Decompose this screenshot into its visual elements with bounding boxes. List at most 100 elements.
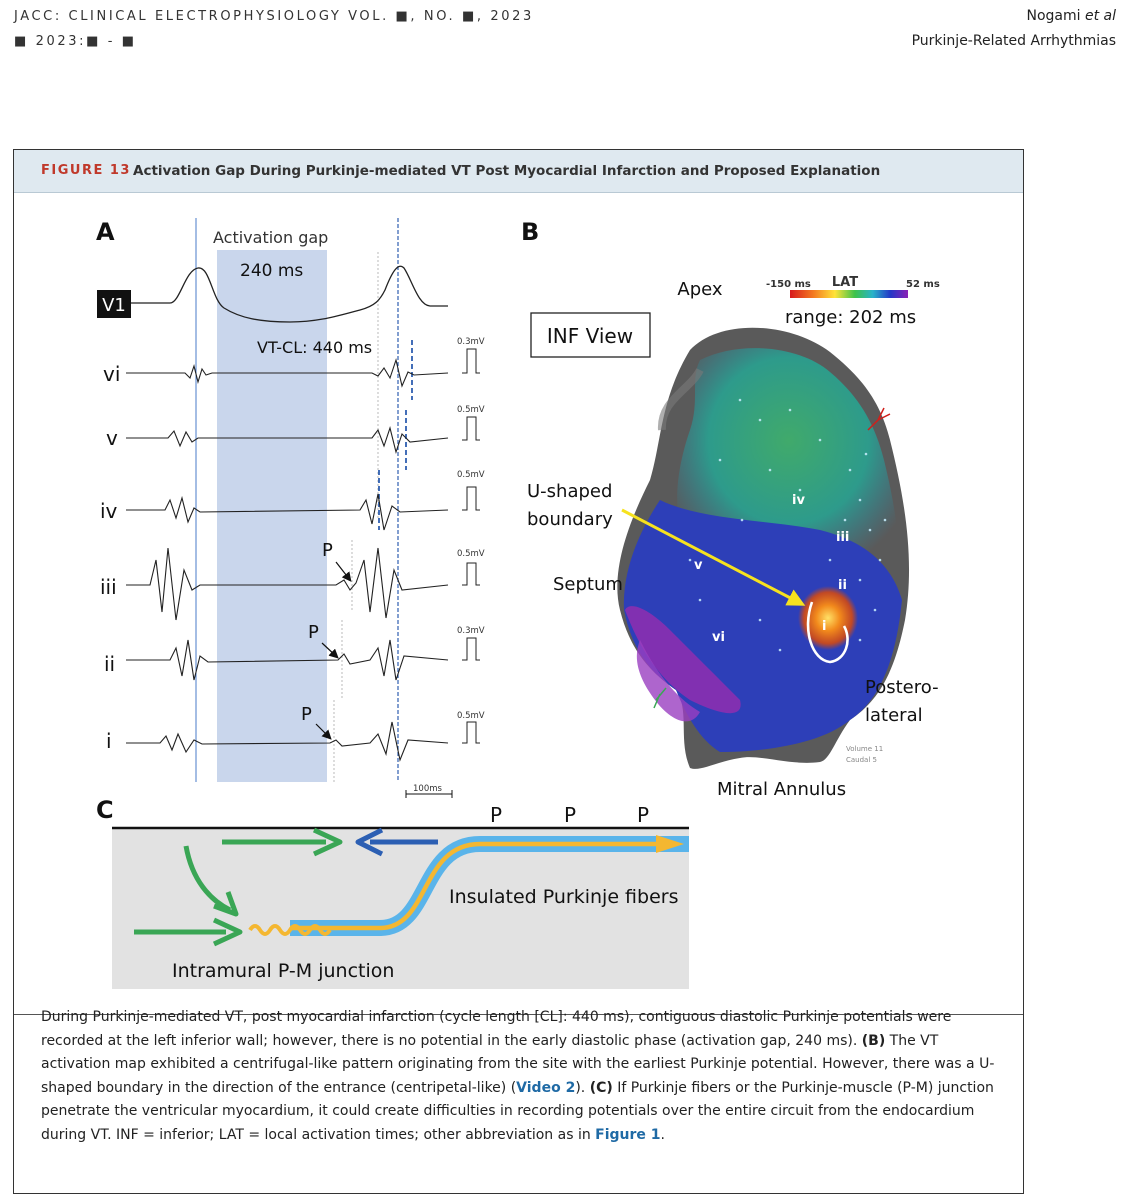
panel-b: B INF View Apex -150 ms LAT 52 ms range:…	[521, 218, 940, 800]
trace-ii	[126, 639, 449, 681]
journal-header: JACC: CLINICAL ELECTROPHYSIOLOGY VOL. ■,…	[14, 4, 534, 54]
scale-iv: 0.5mV	[457, 470, 485, 480]
trace-v	[126, 426, 449, 454]
panel-c: C P P P Insulated Purkinje fibers Intram…	[96, 796, 689, 989]
caption-part4: If Purkinje fibers or the Purkinje-muscl…	[41, 1079, 994, 1143]
caption-part3: ).	[575, 1079, 590, 1096]
lead-label-i: i	[106, 729, 112, 753]
lat-range: range: 202 ms	[785, 307, 916, 328]
figure-label: FIGURE 13	[41, 163, 131, 178]
u-boundary-label-2: boundary	[527, 509, 613, 530]
lead-label-ii: ii	[104, 652, 115, 676]
caption-b-tag: (B)	[861, 1032, 886, 1049]
activation-gap-band	[217, 250, 327, 782]
scale-i: 0.5mV	[457, 711, 485, 721]
lead-ii: ii 0.3mV P	[104, 622, 485, 681]
p-label-iii: P	[322, 540, 333, 561]
figure-box: FIGURE 13 Activation Gap During Purkinje…	[13, 149, 1024, 1194]
u-shaped-boundary	[806, 601, 849, 664]
activation-map: iv iii ii i v vi Volume 11 Caudal 5	[617, 327, 910, 769]
map-earliest-site	[798, 586, 858, 650]
green-arrow-top-head	[312, 827, 343, 857]
cal-pulse-v	[462, 416, 480, 441]
site-label-vi: vi	[712, 630, 725, 645]
pm-junction-label: Intramural P-M junction	[172, 960, 394, 982]
cal-pulse-iii	[462, 562, 480, 586]
caption-separator	[14, 1014, 1023, 1015]
cal-pulse-ii	[462, 637, 480, 661]
author-line: Nogami et al	[912, 4, 1116, 29]
cal-pulse-iv	[462, 486, 480, 511]
caudal-label: Caudal 5	[846, 756, 877, 764]
blue-arrow-head	[355, 827, 384, 857]
mitral-annulus-label: Mitral Annulus	[717, 779, 846, 800]
p-mark-3: P	[637, 803, 649, 827]
author-name: Nogami	[1026, 8, 1085, 24]
figure-titlebar: FIGURE 13 Activation Gap During Purkinje…	[14, 150, 1023, 193]
author-etal: et al	[1084, 8, 1116, 24]
caption-part5: .	[660, 1126, 665, 1143]
journal-citation: JACC: CLINICAL ELECTROPHYSIOLOGY VOL. ■,…	[14, 9, 534, 24]
myocardium-block	[112, 828, 689, 989]
cal-pulse-vi	[462, 348, 480, 374]
p-mark-1: P	[490, 803, 502, 827]
lead-iv: iv 0.5mV	[100, 470, 485, 531]
running-title: Purkinje-Related Arrhythmias	[911, 33, 1116, 49]
fiber-arrowhead	[656, 835, 684, 853]
view-label-box	[530, 312, 651, 358]
video-link[interactable]: Video 2	[516, 1079, 576, 1096]
lead-label-v: v	[106, 426, 118, 450]
u-boundary-arrow	[621, 508, 806, 606]
posterolateral-label-1: Postero-	[865, 677, 939, 698]
vt-cycle-length: VT-CL: 440 ms	[257, 338, 372, 357]
site-label-v: v	[694, 558, 703, 573]
scale-vi: 0.3mV	[457, 337, 485, 347]
posterolateral-label-2: lateral	[865, 705, 923, 726]
purkinje-fiber-core	[290, 841, 664, 931]
lead-label-iv: iv	[100, 499, 118, 523]
panel-b-letter: B	[521, 218, 539, 246]
panel-a: A Activation gap 240 ms VT-CL: 440 ms V1…	[96, 218, 485, 798]
site-label-iv: iv	[792, 493, 805, 508]
lead-iii: iii 0.5mV P	[100, 540, 485, 621]
insulated-fibers-label: Insulated Purkinje fibers	[449, 886, 678, 908]
p-arrow-i	[315, 723, 332, 740]
trace-iii	[126, 547, 449, 621]
scale-v: 0.5mV	[457, 405, 485, 415]
map-grey-patch	[657, 367, 704, 431]
panel-a-letter: A	[96, 218, 115, 246]
activation-gap-label: Activation gap	[213, 228, 328, 247]
lead-label-v1: V1	[102, 295, 126, 316]
l-marker	[867, 407, 891, 431]
lat-title: LAT	[832, 275, 858, 290]
scale-bar-label: 100ms	[413, 784, 443, 794]
trace-v1	[131, 265, 448, 323]
p-arrow-ii	[321, 642, 339, 659]
map-purple-zone	[625, 606, 741, 714]
site-label-ii: ii	[838, 578, 847, 593]
figure-ref-link[interactable]: Figure 1	[595, 1126, 661, 1143]
map-purple-zone-2	[636, 640, 700, 722]
running-header: Nogami et al Purkinje-Related Arrhythmia…	[912, 4, 1116, 54]
green-arrow-curve-head	[213, 891, 239, 917]
p-label-ii: P	[308, 622, 319, 643]
volume-label: Volume 11	[846, 745, 883, 753]
lat-color-bar	[790, 290, 908, 298]
green-arrow-curve	[183, 845, 232, 913]
lead-vi: vi 0.3mV	[103, 337, 485, 388]
caption-part1: During Purkinje-mediated VT, post myocar…	[41, 1009, 952, 1049]
v1-label-box	[97, 290, 131, 318]
lead-label-vi: vi	[103, 362, 120, 386]
figure-title: Activation Gap During Purkinje-mediated …	[133, 163, 881, 179]
apex-label: Apex	[677, 279, 722, 300]
cal-pulse-i	[462, 721, 480, 744]
pm-junction-squiggle	[248, 924, 332, 936]
lat-min: -150 ms	[766, 279, 811, 290]
r-marker	[653, 687, 667, 709]
figure-caption: During Purkinje-mediated VT, post myocar…	[41, 1006, 1009, 1148]
p-arrow-iii	[335, 561, 352, 582]
caption-c-tag: (C)	[589, 1079, 613, 1096]
lead-label-iii: iii	[100, 575, 117, 599]
lead-v: v 0.5mV	[106, 405, 485, 454]
u-boundary-label-1: U-shaped	[527, 481, 612, 502]
